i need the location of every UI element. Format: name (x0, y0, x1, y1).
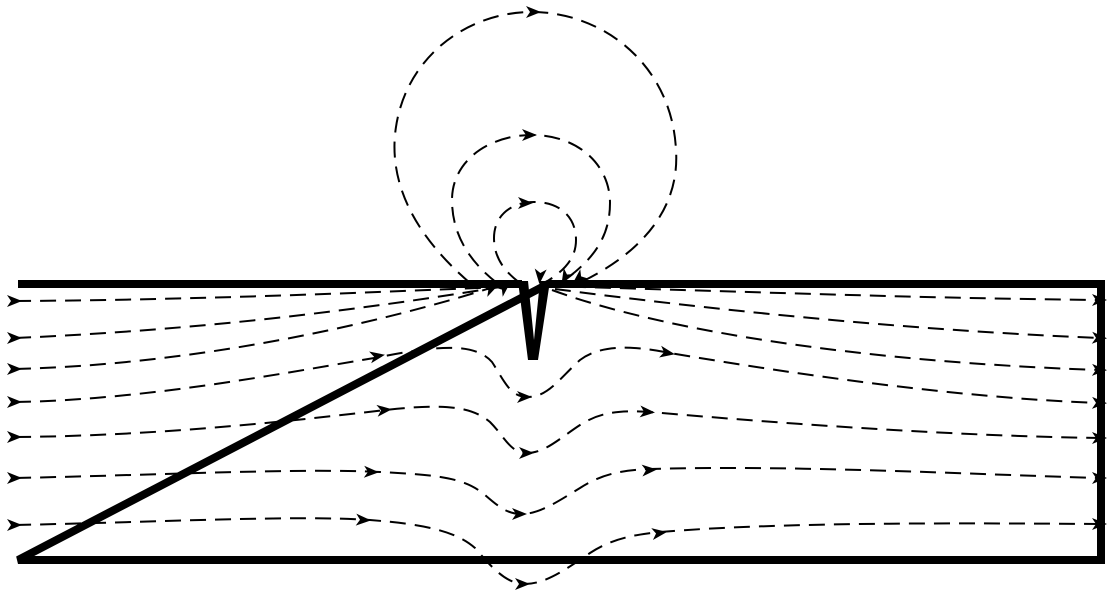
flux-line-right-2 (554, 288, 1101, 339)
flux-arrowhead (7, 431, 22, 443)
flux-arrowhead (512, 508, 527, 520)
flux-arrowhead (641, 464, 657, 477)
flux-arrowhead (519, 447, 534, 459)
flux-arrowhead (355, 513, 371, 526)
specimen-plate (16, 280, 1105, 564)
flux-line-dip-4 (14, 517, 1101, 586)
flux-arrowhead (376, 404, 392, 417)
leakage-field-loops (393, 10, 678, 286)
flux-arrowhead (651, 528, 667, 541)
flux-arrowhead (7, 472, 22, 484)
flux-arrowhead (534, 268, 547, 284)
surface-crack (518, 281, 550, 360)
flux-arrowhead (7, 363, 22, 375)
flux-arrowhead (7, 295, 22, 307)
flux-line-left-1 (14, 285, 526, 302)
surface-flux-lines (14, 284, 1101, 371)
flux-arrowhead (7, 332, 22, 344)
flux-arrowhead (518, 197, 533, 209)
flux-arrowhead (639, 405, 655, 418)
flux-line-dip-3 (14, 466, 1101, 516)
flux-arrowhead (522, 129, 537, 141)
flux-arrowhead (517, 391, 532, 403)
flux-arrowhead (369, 351, 385, 364)
flux-line-left-3 (14, 284, 501, 370)
flux-arrowhead (526, 6, 541, 18)
flux-arrowhead (7, 396, 22, 408)
flux-line-left-2 (14, 286, 501, 339)
flux-line-dip-2 (14, 405, 1101, 455)
leakage-loop-middle (450, 133, 612, 284)
deep-flux-lines (14, 346, 1101, 586)
flux-arrowhead (7, 519, 22, 531)
flux-arrowhead (659, 345, 675, 358)
flux-line-right-1 (544, 285, 1101, 301)
leakage-loop-outer (393, 10, 678, 286)
flux-arrowhead (363, 465, 379, 478)
leakage-loop-inner (492, 200, 578, 284)
flux-line-right-3 (551, 289, 1101, 371)
flux-arrowhead (572, 269, 588, 284)
flux-arrowhead (515, 578, 530, 590)
